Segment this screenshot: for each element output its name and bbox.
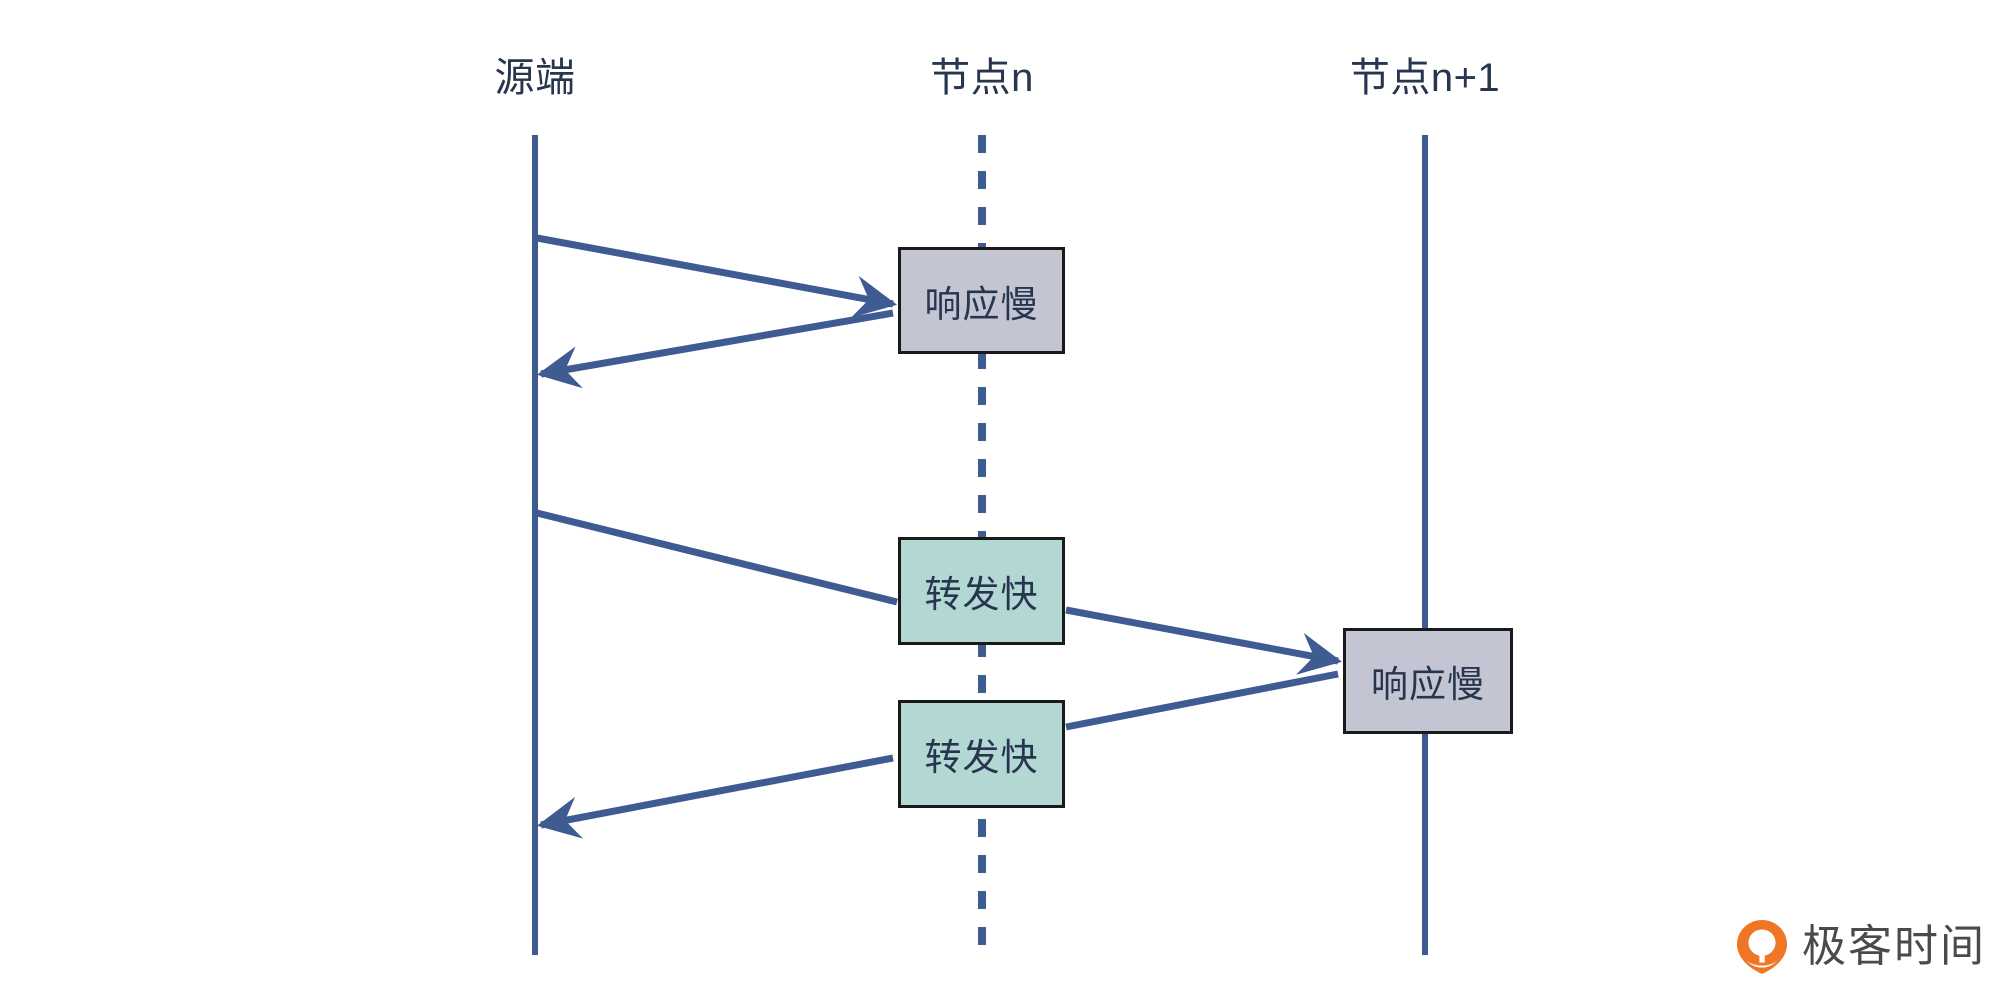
geektime-logo-icon — [1736, 919, 1788, 975]
activation-box-label: 转发快 — [924, 574, 1039, 615]
lifeline-header-source: 源端 — [494, 56, 576, 100]
message-arrow-msg-5 — [1065, 670, 1339, 731]
brand-logo: 极客时间 — [1736, 919, 1986, 975]
activation-box-label: 响应慢 — [924, 283, 1039, 325]
lifeline-header-node_n1: 节点n+1 — [1349, 56, 1501, 100]
messages-layer — [536, 234, 1343, 839]
message-arrow-msg-4 — [1065, 606, 1343, 675]
message-arrow-msg-6 — [536, 754, 894, 839]
activation-box-box-slow-n1: 响应慢 — [1343, 628, 1513, 734]
brand-name: 极客时间 — [1802, 922, 1986, 971]
lifeline-header-node_n: 节点n — [930, 56, 1034, 100]
activation-box-box-fast-2: 转发快 — [898, 700, 1065, 808]
activation-box-label: 转发快 — [924, 737, 1039, 778]
activation-box-box-slow-n: 响应慢 — [898, 247, 1065, 354]
message-arrow-msg-3 — [536, 509, 898, 606]
message-arrow-msg-1 — [536, 234, 898, 318]
activation-box-label: 响应慢 — [1371, 664, 1485, 705]
activation-box-box-fast-1: 转发快 — [898, 537, 1065, 645]
message-arrow-msg-2 — [536, 309, 894, 389]
